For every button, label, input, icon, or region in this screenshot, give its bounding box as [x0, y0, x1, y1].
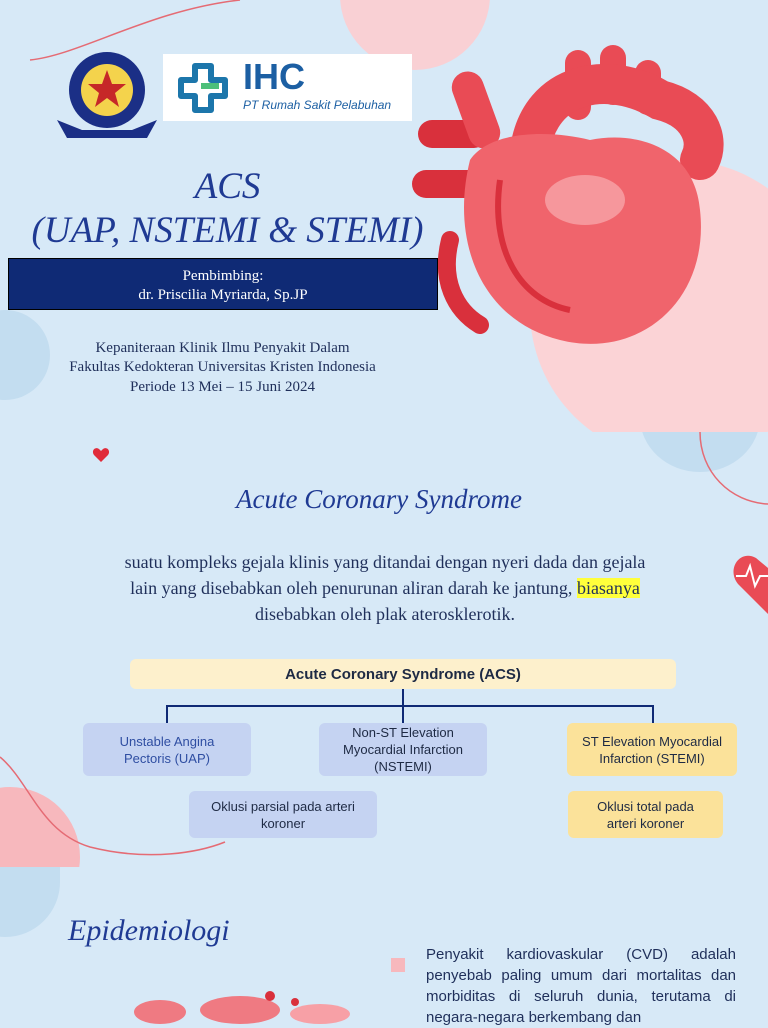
- red-curve-bottom-left: [0, 756, 226, 856]
- heart-illustration: [412, 45, 724, 344]
- university-seal-icon: [57, 52, 157, 138]
- connector-vertical-root: [402, 689, 404, 706]
- ihc-abbr: IHC: [243, 56, 305, 97]
- diagram-nstemi: Non-ST Elevation Myocardial Infarction (…: [319, 723, 487, 776]
- connector-horizontal: [166, 705, 654, 707]
- supervisor-label: Pembimbing:: [182, 268, 264, 284]
- small-heart-icon: [92, 448, 110, 462]
- acs-definition-line2: lain yang disebabkan oleh penurunan alir…: [60, 575, 710, 601]
- connector-stemi: [652, 705, 654, 723]
- connector-nstemi: [402, 705, 404, 723]
- supervisor-box: Pembimbing: dr. Priscilia Myriarda, Sp.J…: [8, 258, 438, 310]
- info-faculty: Fakultas Kedokteran Universitas Kristen …: [69, 359, 376, 375]
- presentation-title-line2: (UAP, NSTEMI & STEMI): [31, 210, 424, 251]
- epidemiology-slide: [0, 867, 768, 1024]
- diagram-total-occlusion: Oklusi total pada arteri koroner: [568, 791, 723, 838]
- ihc-name: PT Rumah Sakit Pelabuhan: [243, 98, 392, 112]
- title-slide: IHC PT Rumah Sakit Pelabuhan ACS (UAP, N…: [0, 0, 768, 432]
- diagram-partial-occlusion: Oklusi parsial pada arteri koroner: [189, 791, 377, 838]
- red-curve-line: [29, 0, 241, 61]
- info-clerkship: Kepaniteraan Klinik Ilmu Penyakit Dalam: [95, 340, 350, 356]
- acs-definition-line2-text: lain yang disebabkan oleh penurunan alir…: [130, 578, 573, 598]
- acs-definition-line1: suatu kompleks gejala klinis yang ditand…: [124, 552, 646, 572]
- acs-definition-line3: disebabkan oleh plak aterosklerotik.: [255, 604, 515, 624]
- ihc-logo: IHC PT Rumah Sakit Pelabuhan: [163, 54, 412, 121]
- acs-heading: Acute Coronary Syndrome: [236, 484, 522, 514]
- acs-definition-slide: Acute Coronary Syndrome suatu kompleks g…: [0, 432, 768, 867]
- highlighted-word: biasanya: [576, 578, 640, 598]
- epidemiology-heading: Epidemiologi: [68, 914, 230, 947]
- bullet-square-icon: [391, 958, 405, 972]
- red-curve-right: [699, 432, 768, 505]
- diagram-root-acs: Acute Coronary Syndrome (ACS): [130, 659, 676, 689]
- blue-circle-epi: [0, 867, 60, 937]
- university-logo: [52, 48, 162, 140]
- heartbeat-heart-icon: [733, 555, 768, 614]
- world-map-icon: [134, 991, 350, 1024]
- connector-uap: [166, 705, 168, 723]
- diagram-stemi: ST Elevation Myocardial Infarction (STEM…: [567, 723, 737, 776]
- ihc-cross-icon: [178, 63, 228, 113]
- epidemiology-text: Penyakit kardiovaskular (CVD) adalah pen…: [426, 946, 736, 1026]
- diagram-uap: Unstable Angina Pectoris (UAP): [83, 723, 251, 776]
- presentation-title-line1: ACS: [194, 166, 261, 207]
- info-period: Periode 13 Mei – 15 Juni 2024: [130, 379, 315, 395]
- supervisor-name: dr. Priscilia Myriarda, Sp.JP: [138, 287, 308, 303]
